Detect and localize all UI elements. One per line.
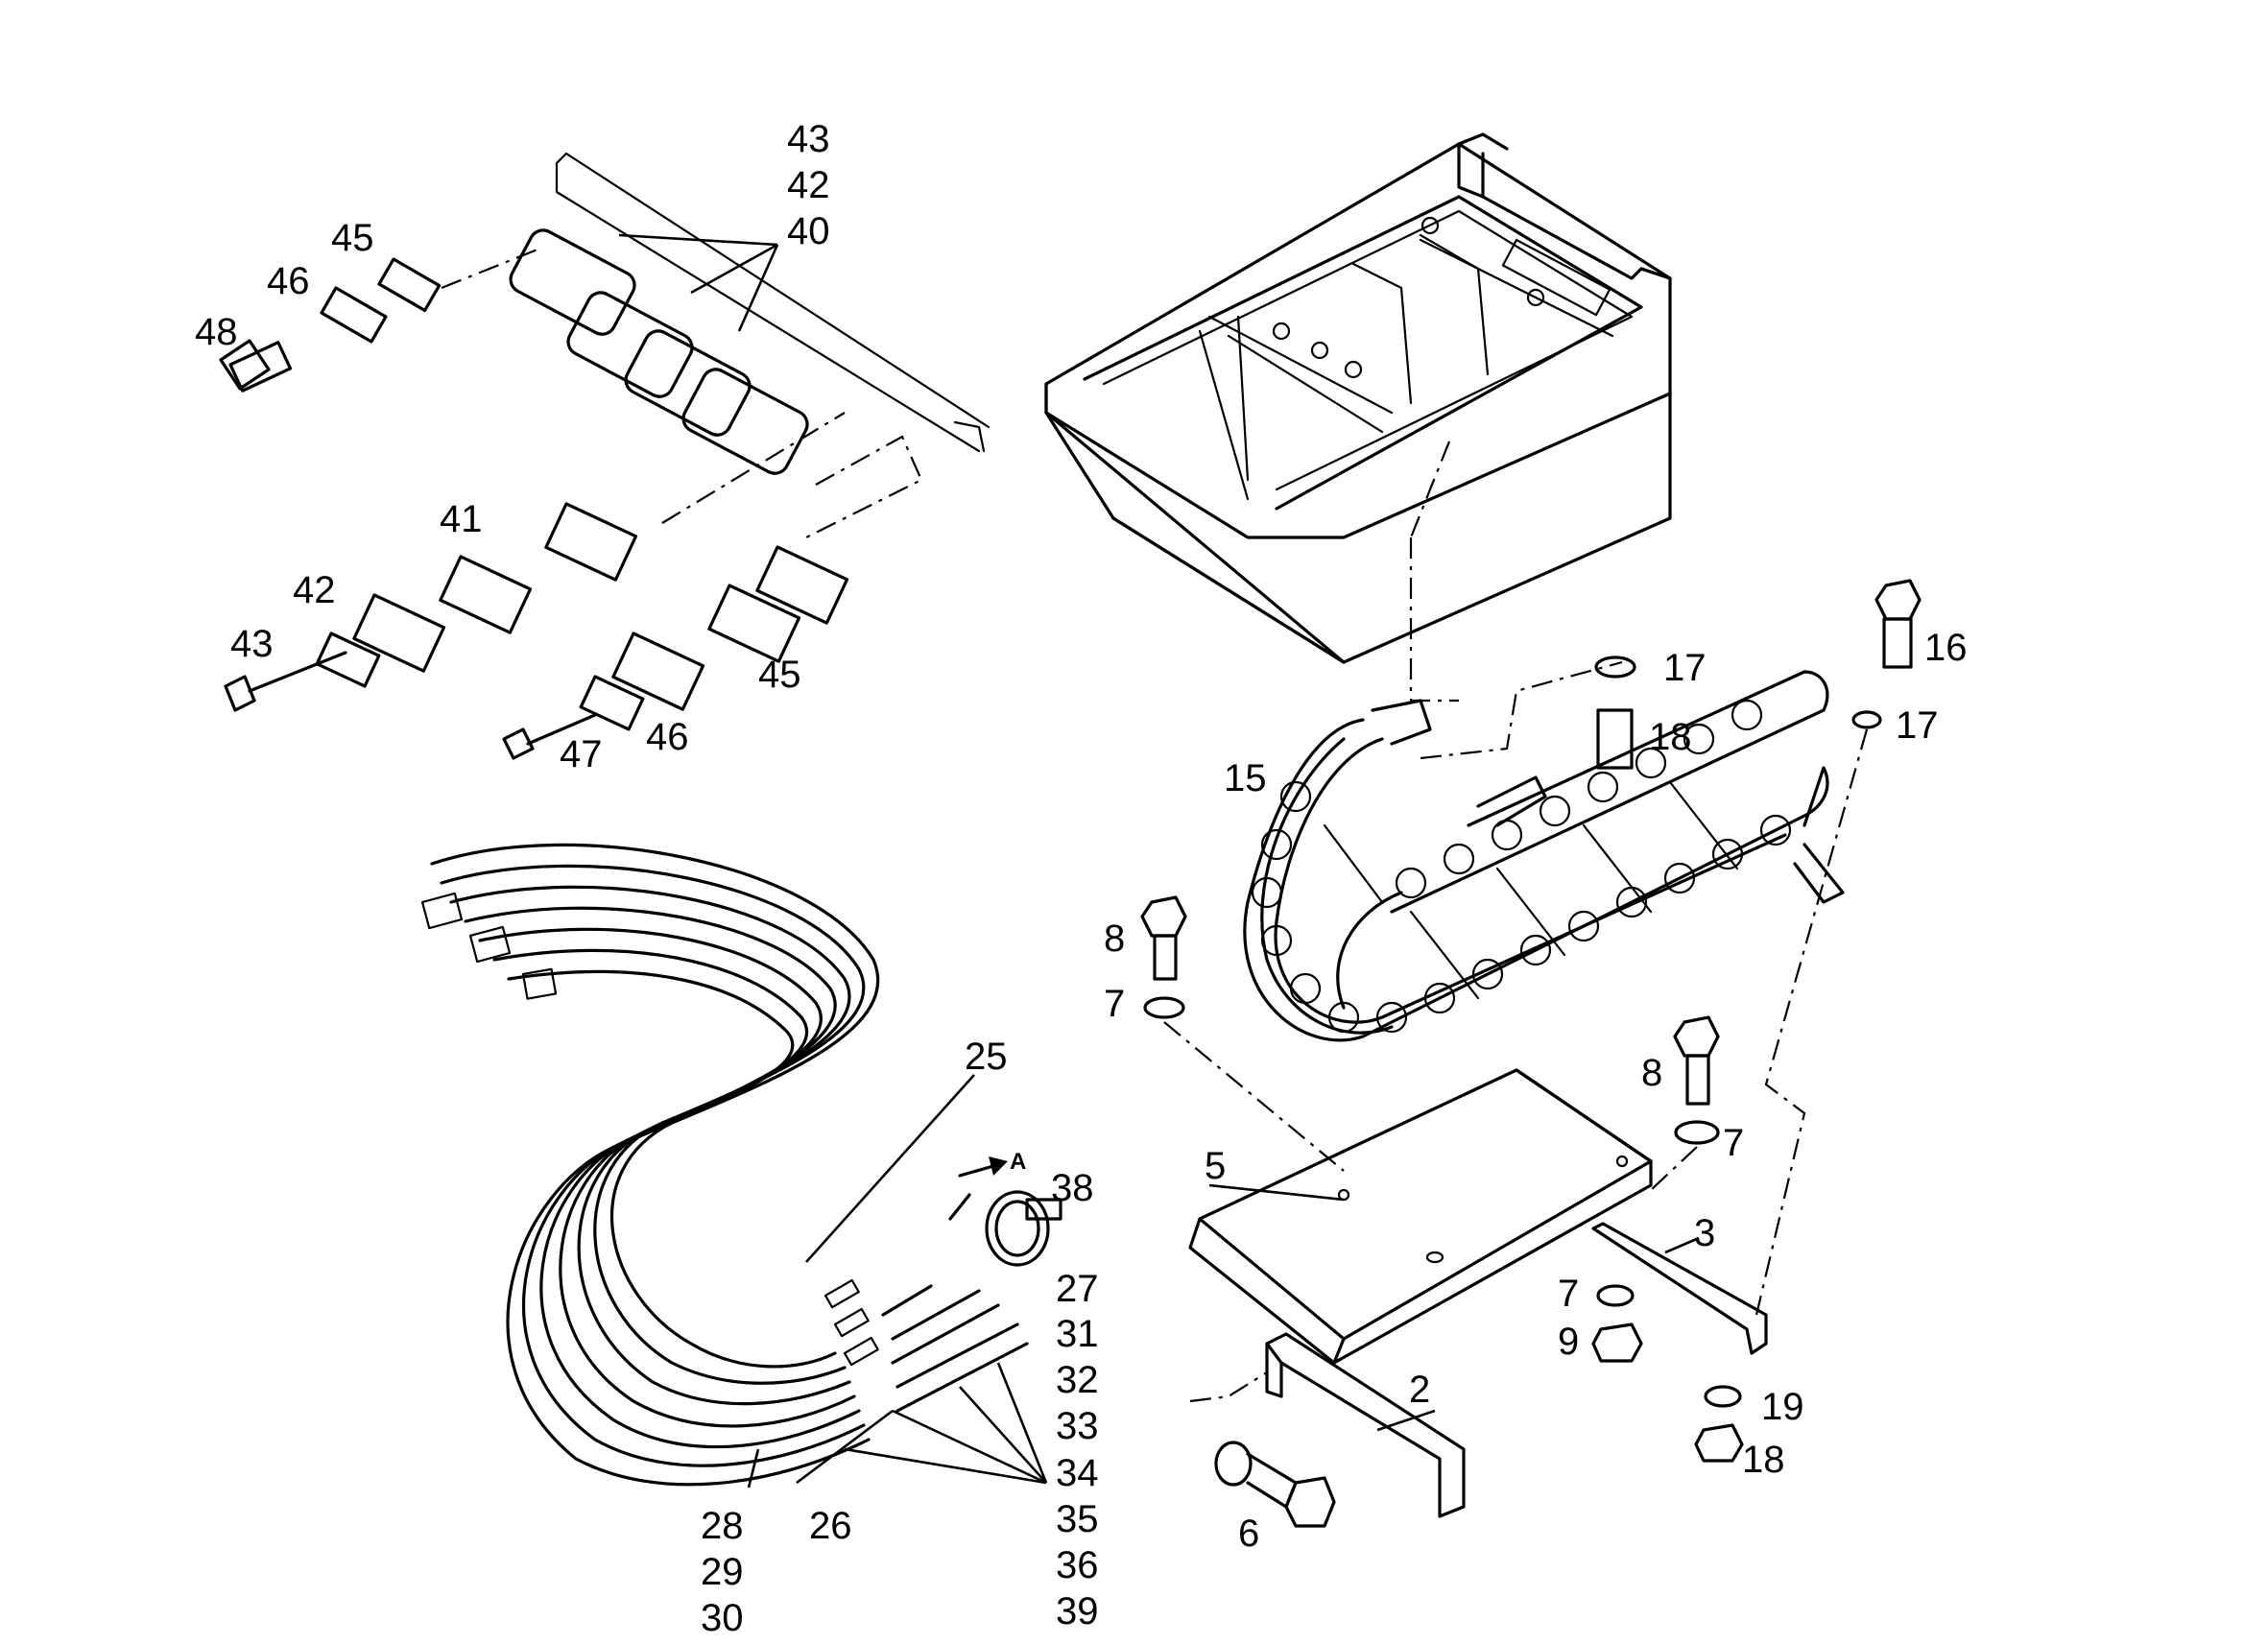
callout-8: 8 (1641, 1052, 1663, 1094)
callout-5: 5 (1205, 1145, 1227, 1187)
callout-32: 32 (1056, 1359, 1099, 1401)
callout-26: 26 (809, 1505, 852, 1547)
callout-17: 17 (1663, 647, 1707, 689)
bolt-18a (1594, 655, 1636, 770)
callout-43: 43 (787, 118, 830, 160)
callout-48: 48 (195, 311, 238, 353)
callout-30: 30 (701, 1597, 744, 1639)
callout-40: 40 (787, 210, 830, 252)
callout-41: 41 (440, 498, 483, 540)
callout-9: 9 (1558, 1321, 1580, 1363)
nut-18b (1694, 1385, 1744, 1463)
mounting-plate (1188, 1068, 1653, 1365)
callout-46: 46 (646, 716, 689, 758)
callout-34: 34 (1056, 1452, 1099, 1494)
terminal-blocks (509, 152, 991, 475)
clamp-parts-lower (224, 502, 849, 760)
callout-7: 7 (1723, 1122, 1745, 1164)
nut-9 (1591, 1284, 1643, 1363)
direction-arrow (958, 1156, 1008, 1178)
callout-46: 46 (267, 260, 310, 302)
callout-45: 45 (331, 217, 374, 259)
callout-25: 25 (965, 1036, 1008, 1078)
callout-27: 27 (1056, 1268, 1099, 1310)
callout-35: 35 (1056, 1498, 1099, 1540)
callout-38: 38 (1051, 1167, 1094, 1209)
bracket-3 (1591, 1222, 1768, 1355)
callout-16: 16 (1924, 627, 1968, 669)
callout-43: 43 (230, 623, 274, 665)
callout-42: 42 (293, 569, 336, 611)
assembly-lines (441, 248, 1869, 1403)
callout-19: 19 (1761, 1386, 1804, 1428)
callout-2: 2 (1409, 1369, 1431, 1411)
callout-7: 7 (1104, 983, 1126, 1025)
callout-36: 36 (1056, 1544, 1099, 1586)
bolt-8a (1140, 895, 1187, 1019)
callout-31: 31 (1056, 1313, 1099, 1355)
bolt-16 (1851, 579, 1922, 729)
cable-harness (420, 843, 1029, 1487)
clamp-parts-upper (219, 257, 442, 393)
callout-42: 42 (787, 164, 830, 206)
bolt-8b (1673, 1015, 1720, 1145)
callout-7: 7 (1558, 1273, 1580, 1315)
leader-lines (618, 233, 1700, 1489)
callout-18: 18 (1742, 1439, 1785, 1481)
callout-47: 47 (560, 733, 603, 775)
callout-3: 3 (1694, 1212, 1716, 1254)
callout-39: 39 (1056, 1590, 1099, 1632)
callout-17: 17 (1896, 704, 1939, 747)
hose-clamp (985, 1190, 1062, 1267)
bolt-6 (1214, 1441, 1336, 1528)
arrow-label-a: A (1010, 1149, 1027, 1175)
callout-29: 29 (701, 1551, 744, 1593)
callout-15: 15 (1224, 757, 1267, 799)
callout-33: 33 (1056, 1405, 1099, 1447)
battery-box (1044, 132, 1672, 664)
callout-8: 8 (1104, 917, 1126, 960)
cable-drag-chain (1243, 670, 1845, 1042)
callout-45: 45 (758, 654, 801, 696)
callout-18: 18 (1649, 716, 1692, 758)
callout-28: 28 (701, 1505, 744, 1547)
callout-6: 6 (1238, 1513, 1260, 1555)
bracket-2 (1265, 1332, 1466, 1518)
